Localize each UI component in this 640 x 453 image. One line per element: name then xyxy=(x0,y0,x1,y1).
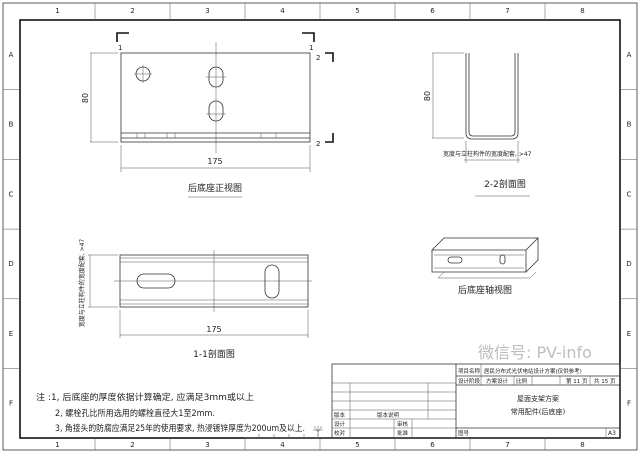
review-label: 审核 xyxy=(397,420,409,428)
project-label: 项目名称 xyxy=(458,367,481,375)
stage-label: 设计阶段 xyxy=(458,377,481,385)
version-label: 版本 xyxy=(334,411,346,419)
iso-view-title: 后底座轴视图 xyxy=(458,284,512,296)
grid-column-label: 6 xyxy=(430,441,435,449)
grid-column-label: 1 xyxy=(55,7,59,15)
section11-title: 1-1剖面图 xyxy=(193,348,235,360)
iso-view: 后底座轴视图 xyxy=(431,237,539,296)
grid-row-label: A xyxy=(627,51,632,59)
section-mark-2: 2 xyxy=(316,54,320,62)
stage-value: 方案设计 xyxy=(486,377,509,385)
section11-width-note: 宽度与立柱构件的宽度配套, >47 xyxy=(78,239,86,328)
section22-width-note: 宽度与立柱构件的宽度配套, >47 xyxy=(443,150,532,158)
note-3: 3, 角接头的防腐应满足25年的使用要求, 热浸镀锌厚度为200um及以上. xyxy=(55,423,305,434)
grid-row-label: E xyxy=(9,330,13,338)
grid-column-label: 5 xyxy=(355,7,359,15)
grid-column-label: 4 xyxy=(280,7,285,15)
grid-row-label: C xyxy=(9,190,14,198)
page-number: 第 11 页 xyxy=(566,377,588,385)
grid-column-label: 6 xyxy=(430,7,435,15)
section-mark-1: 1 xyxy=(309,44,313,52)
grid-row-label: A xyxy=(9,51,14,59)
projection-symbol-icon xyxy=(313,425,323,436)
version-desc-label: 版本说明 xyxy=(377,411,400,419)
section-mark-1: 1 xyxy=(118,44,122,52)
grid-row-label: E xyxy=(627,330,631,338)
watermark: 微信号: PV-info xyxy=(478,343,592,362)
project-name: 居民分布式光伏电站设计方案(仅供参考) xyxy=(484,367,582,375)
scale-label: 比例 xyxy=(516,377,528,385)
grid-column-label: 8 xyxy=(580,441,584,449)
grid-row-label: D xyxy=(626,260,631,268)
note-1: 注 :1, 后底座的厚度依据计算确定, 应满足3mm或以上 xyxy=(36,392,255,403)
design-label: 设计 xyxy=(334,420,346,428)
section22-height-dim: 80 xyxy=(423,91,432,101)
grid-row-label: B xyxy=(9,121,14,129)
grid-column-label: 5 xyxy=(355,441,359,449)
grid-column-label: 3 xyxy=(205,7,209,15)
grid-row-label: F xyxy=(627,400,631,408)
front-view-title: 后底座正视图 xyxy=(188,182,242,194)
revision-strip xyxy=(244,425,332,439)
grid-row-label: D xyxy=(8,260,13,268)
grid-column-label: 7 xyxy=(505,441,509,449)
notes: 注 :1, 后底座的厚度依据计算确定, 应满足3mm或以上 2, 螺栓孔比所用选… xyxy=(36,392,305,434)
drawing-subtitle: 常用配件(后底座) xyxy=(511,407,566,416)
grid-column-label: 2 xyxy=(130,7,134,15)
grid-row-label: C xyxy=(627,190,632,198)
grid-column-label: 7 xyxy=(505,7,509,15)
check-label: 校对 xyxy=(334,429,346,437)
grid-column-label: 2 xyxy=(130,441,134,449)
drawing-title: 屋面支架方案 xyxy=(517,394,559,403)
grid-row-label: B xyxy=(627,121,632,129)
section22-title: 2-2剖面图 xyxy=(484,178,526,190)
section-mark-2: 2 xyxy=(316,140,320,148)
title-block: 项目名称 居民分布式光伏电站设计方案(仅供参考) 设计阶段 方案设计 比例 第 … xyxy=(331,363,621,439)
sheet-size: A3 xyxy=(608,430,616,437)
page-total: 共 15 页 xyxy=(594,377,616,385)
front-height-dim: 80 xyxy=(81,93,90,103)
approve-label: 批准 xyxy=(397,429,409,437)
section11-width-dim: 175 xyxy=(206,325,221,334)
grid-column-label: 1 xyxy=(55,441,59,449)
section-1-1: 宽度与立柱构件的宽度配套, >47 175 1-1剖面图 xyxy=(78,239,312,360)
grid-column-label: 3 xyxy=(205,441,209,449)
grid-row-label: F xyxy=(9,400,13,408)
inner-frame xyxy=(19,19,621,439)
note-2: 2, 螺栓孔比所用选用的螺栓直径大1至2mm. xyxy=(55,408,215,419)
section-2-2: 80 宽度与立柱构件的宽度配套, >47 2-2剖面图 xyxy=(423,52,532,197)
drawing-no-label: 图号 xyxy=(458,429,470,437)
grid-column-label: 4 xyxy=(280,441,285,449)
front-width-dim: 175 xyxy=(207,157,222,166)
front-view: 80 175 1 1 2 2 后底座正视图 xyxy=(81,32,334,198)
grid-column-label: 8 xyxy=(580,7,584,15)
